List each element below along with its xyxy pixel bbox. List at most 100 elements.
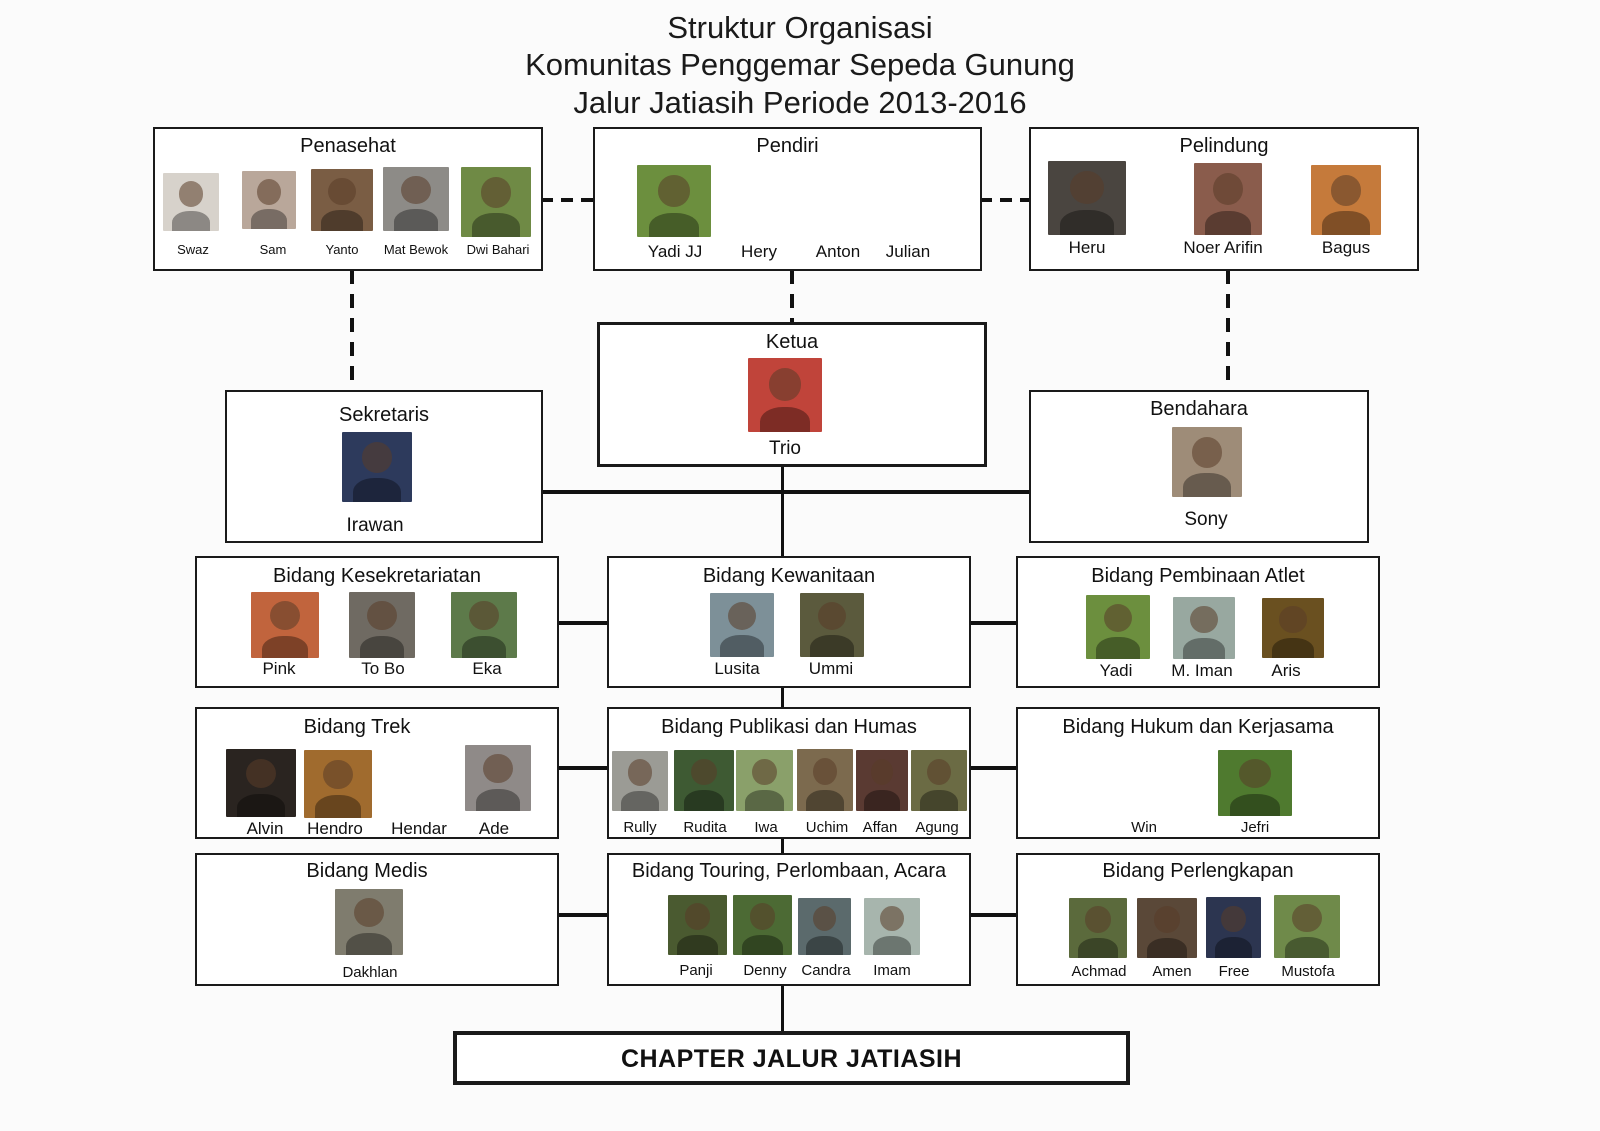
chart-title-line3: Jalur Jatiasih Periode 2013-2016 bbox=[573, 85, 1027, 120]
member-name: Lusita bbox=[714, 659, 760, 678]
member-name: Agung bbox=[915, 819, 959, 836]
member-name: Candra bbox=[801, 962, 851, 979]
photo-sam bbox=[242, 171, 296, 229]
member-name: Ade bbox=[478, 819, 510, 838]
connector-spine-mid1 bbox=[781, 686, 784, 709]
member-name: Rudita bbox=[683, 819, 727, 836]
member-name: Affan bbox=[862, 819, 898, 836]
box-title-ketua: Ketua bbox=[765, 331, 819, 353]
box-title-hukum: Bidang Hukum dan Kerjasama bbox=[1062, 716, 1334, 738]
member-name: Mustofa bbox=[1281, 963, 1335, 980]
connector-sekretaris-bendahara bbox=[541, 490, 1030, 494]
photo-m-iman bbox=[1173, 597, 1235, 659]
box-title-pembinaan-atlet: Bidang Pembinaan Atlet bbox=[1091, 565, 1305, 587]
box-title-touring: Bidang Touring, Perlombaan, Acara bbox=[631, 860, 947, 882]
photo-bagus bbox=[1311, 165, 1381, 235]
member-name: Win bbox=[1131, 819, 1157, 836]
member-name: Achmad bbox=[1071, 963, 1127, 980]
member-name: Sam bbox=[259, 242, 287, 257]
photo-yanto bbox=[311, 169, 373, 231]
photo-aris bbox=[1262, 598, 1324, 658]
member-name: Bagus bbox=[1321, 238, 1371, 257]
connector-spine-bottom bbox=[781, 985, 784, 1033]
photo-denny bbox=[733, 895, 792, 955]
photo-rudita bbox=[674, 750, 734, 811]
photo-yadi bbox=[1086, 595, 1150, 659]
member-name: Pink bbox=[262, 659, 296, 678]
member-name: Sony bbox=[1184, 509, 1228, 530]
box-bidang-perlengkapan: Bidang Perlengkapan Achmad Amen Free Mus… bbox=[1016, 853, 1380, 986]
box-title-trek: Bidang Trek bbox=[303, 716, 411, 738]
box-bidang-touring: Bidang Touring, Perlombaan, Acara Panji … bbox=[607, 853, 971, 986]
connector-row2-left bbox=[557, 766, 609, 770]
box-bendahara: Bendahara Sony bbox=[1029, 390, 1369, 543]
member-name: Yadi JJ bbox=[647, 242, 703, 261]
connector-row3-left bbox=[557, 913, 609, 917]
box-chapter: CHAPTER JALUR JATIASIH bbox=[453, 1031, 1130, 1085]
box-title-pendiri: Pendiri bbox=[756, 135, 819, 157]
member-name: Yanto bbox=[325, 242, 359, 257]
box-sekretaris: Sekretaris Irawan bbox=[225, 390, 543, 543]
photo-uchim bbox=[797, 749, 853, 811]
box-bidang-kewanitaan: Bidang Kewanitaan Lusita Ummi bbox=[607, 556, 971, 688]
box-title-medis: Bidang Medis bbox=[306, 860, 428, 882]
photo-alvin bbox=[226, 749, 296, 817]
member-name: Hendro bbox=[307, 819, 363, 838]
box-title-sekretaris: Sekretaris bbox=[338, 404, 430, 426]
photo-panji bbox=[668, 895, 727, 955]
connector-penasehat-sekretaris bbox=[350, 270, 354, 392]
box-bidang-kesekretariatan: Bidang Kesekretariatan Pink To Bo Eka bbox=[195, 556, 559, 688]
box-ketua: Ketua Trio bbox=[597, 322, 987, 467]
photo-swaz bbox=[163, 173, 219, 231]
box-bidang-publikasi-humas: Bidang Publikasi dan Humas Rully Rudita … bbox=[607, 707, 971, 839]
photo-trio bbox=[748, 358, 822, 432]
member-name: Amen bbox=[1152, 963, 1192, 980]
chart-title-line1: Struktur Organisasi bbox=[667, 10, 933, 45]
photo-ummi bbox=[800, 593, 864, 657]
member-name: Hendar bbox=[391, 819, 447, 838]
connector-spine-top bbox=[781, 464, 784, 558]
photo-irawan bbox=[342, 432, 412, 502]
photo-pink bbox=[251, 592, 319, 658]
photo-free bbox=[1206, 897, 1261, 958]
member-name: Aris bbox=[1271, 661, 1301, 680]
photo-dakhlan bbox=[335, 889, 403, 955]
member-name: Free bbox=[1218, 963, 1250, 980]
box-bidang-medis: Bidang Medis Dakhlan bbox=[195, 853, 559, 986]
member-name: Hery bbox=[741, 242, 777, 261]
connector-row2-right bbox=[969, 766, 1017, 770]
member-name: Trio bbox=[768, 438, 802, 459]
box-pelindung: Pelindung Heru Noer Arifin Bagus bbox=[1029, 127, 1419, 271]
photo-eka bbox=[451, 592, 517, 658]
photo-noer-arifin bbox=[1194, 163, 1262, 235]
connector-pendiri-ketua bbox=[790, 270, 794, 324]
chapter-label: CHAPTER JALUR JATIASIH bbox=[620, 1045, 963, 1073]
photo-achmad bbox=[1069, 898, 1127, 958]
photo-hendro bbox=[304, 750, 372, 818]
box-title-penasehat: Penasehat bbox=[300, 135, 396, 157]
member-name: M. Iman bbox=[1171, 661, 1233, 680]
box-penasehat: Penasehat Swaz Sam Yanto Mat Bewok Dwi B… bbox=[153, 127, 543, 271]
member-name: Ummi bbox=[808, 659, 854, 678]
member-name: To Bo bbox=[361, 659, 405, 678]
photo-amen bbox=[1137, 898, 1197, 958]
photo-rully bbox=[612, 751, 668, 811]
member-name: Uchim bbox=[805, 819, 849, 836]
connector-row1-left bbox=[557, 621, 609, 625]
photo-yadi-jj bbox=[637, 165, 711, 237]
box-title-kesekretariatan: Bidang Kesekretariatan bbox=[273, 565, 481, 587]
member-name: Rully bbox=[623, 819, 657, 836]
member-name: Denny bbox=[743, 962, 787, 979]
photo-heru bbox=[1048, 161, 1126, 235]
member-name: Alvin bbox=[246, 819, 284, 838]
chart-title-line2: Komunitas Penggemar Sepeda Gunung bbox=[525, 47, 1075, 82]
box-bidang-hukum-kerjasama: Bidang Hukum dan Kerjasama Win Jefri bbox=[1016, 707, 1380, 839]
box-title-publikasi: Bidang Publikasi dan Humas bbox=[661, 716, 917, 738]
photo-to-bo bbox=[349, 592, 415, 658]
member-name: Jefri bbox=[1240, 819, 1270, 836]
box-title-pelindung: Pelindung bbox=[1179, 135, 1269, 157]
connector-pelindung-bendahara bbox=[1226, 270, 1230, 392]
photo-jefri bbox=[1218, 750, 1292, 816]
photo-sony bbox=[1172, 427, 1242, 497]
box-title-perlengkapan: Bidang Perlengkapan bbox=[1102, 860, 1294, 882]
